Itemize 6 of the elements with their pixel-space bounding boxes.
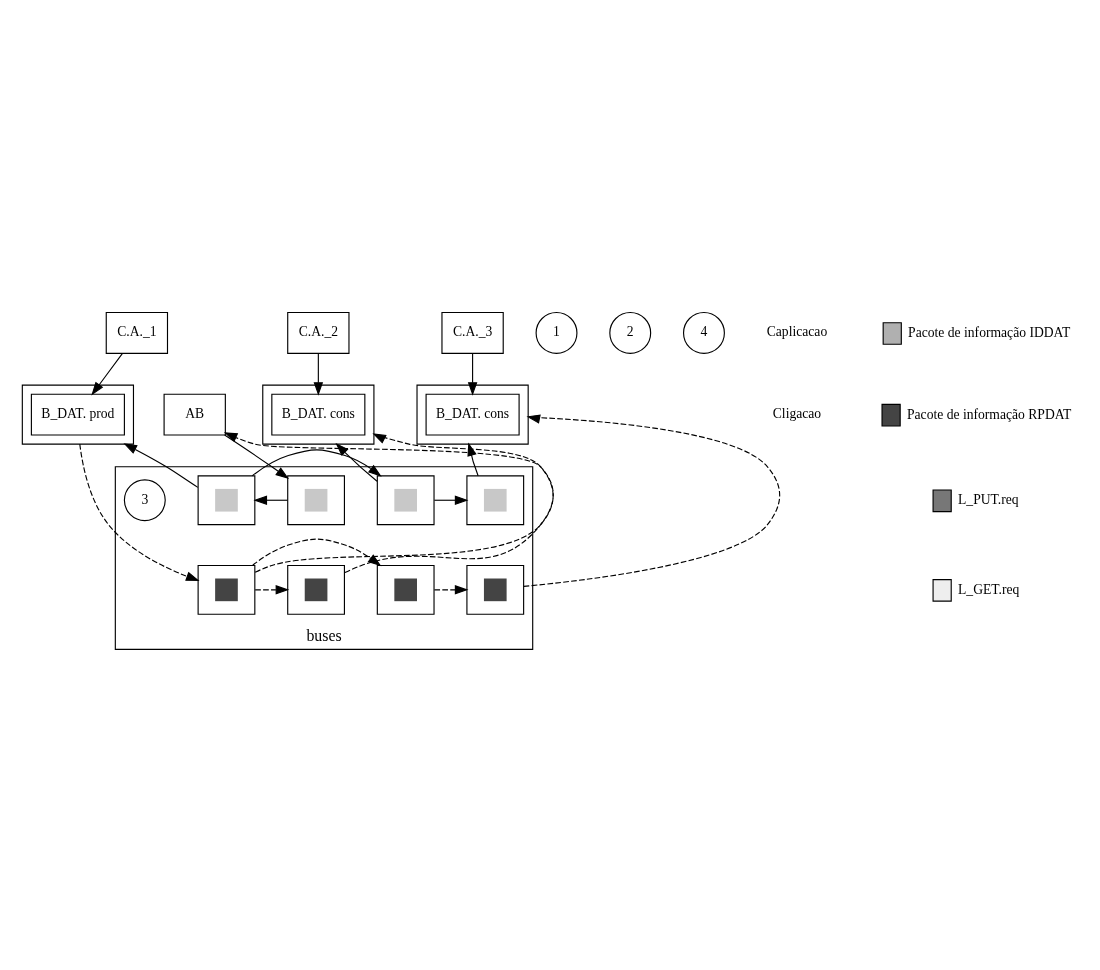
label: Caplicacao	[766, 323, 828, 339]
legend-label: L_GET.req	[958, 581, 1020, 597]
legend-label: L_PUT.req	[958, 491, 1019, 507]
legend-label: Pacote de informação RPDAT	[906, 406, 1072, 422]
label: Cligacao	[772, 405, 822, 421]
legend-label: Pacote de informação IDDAT	[908, 324, 1071, 340]
